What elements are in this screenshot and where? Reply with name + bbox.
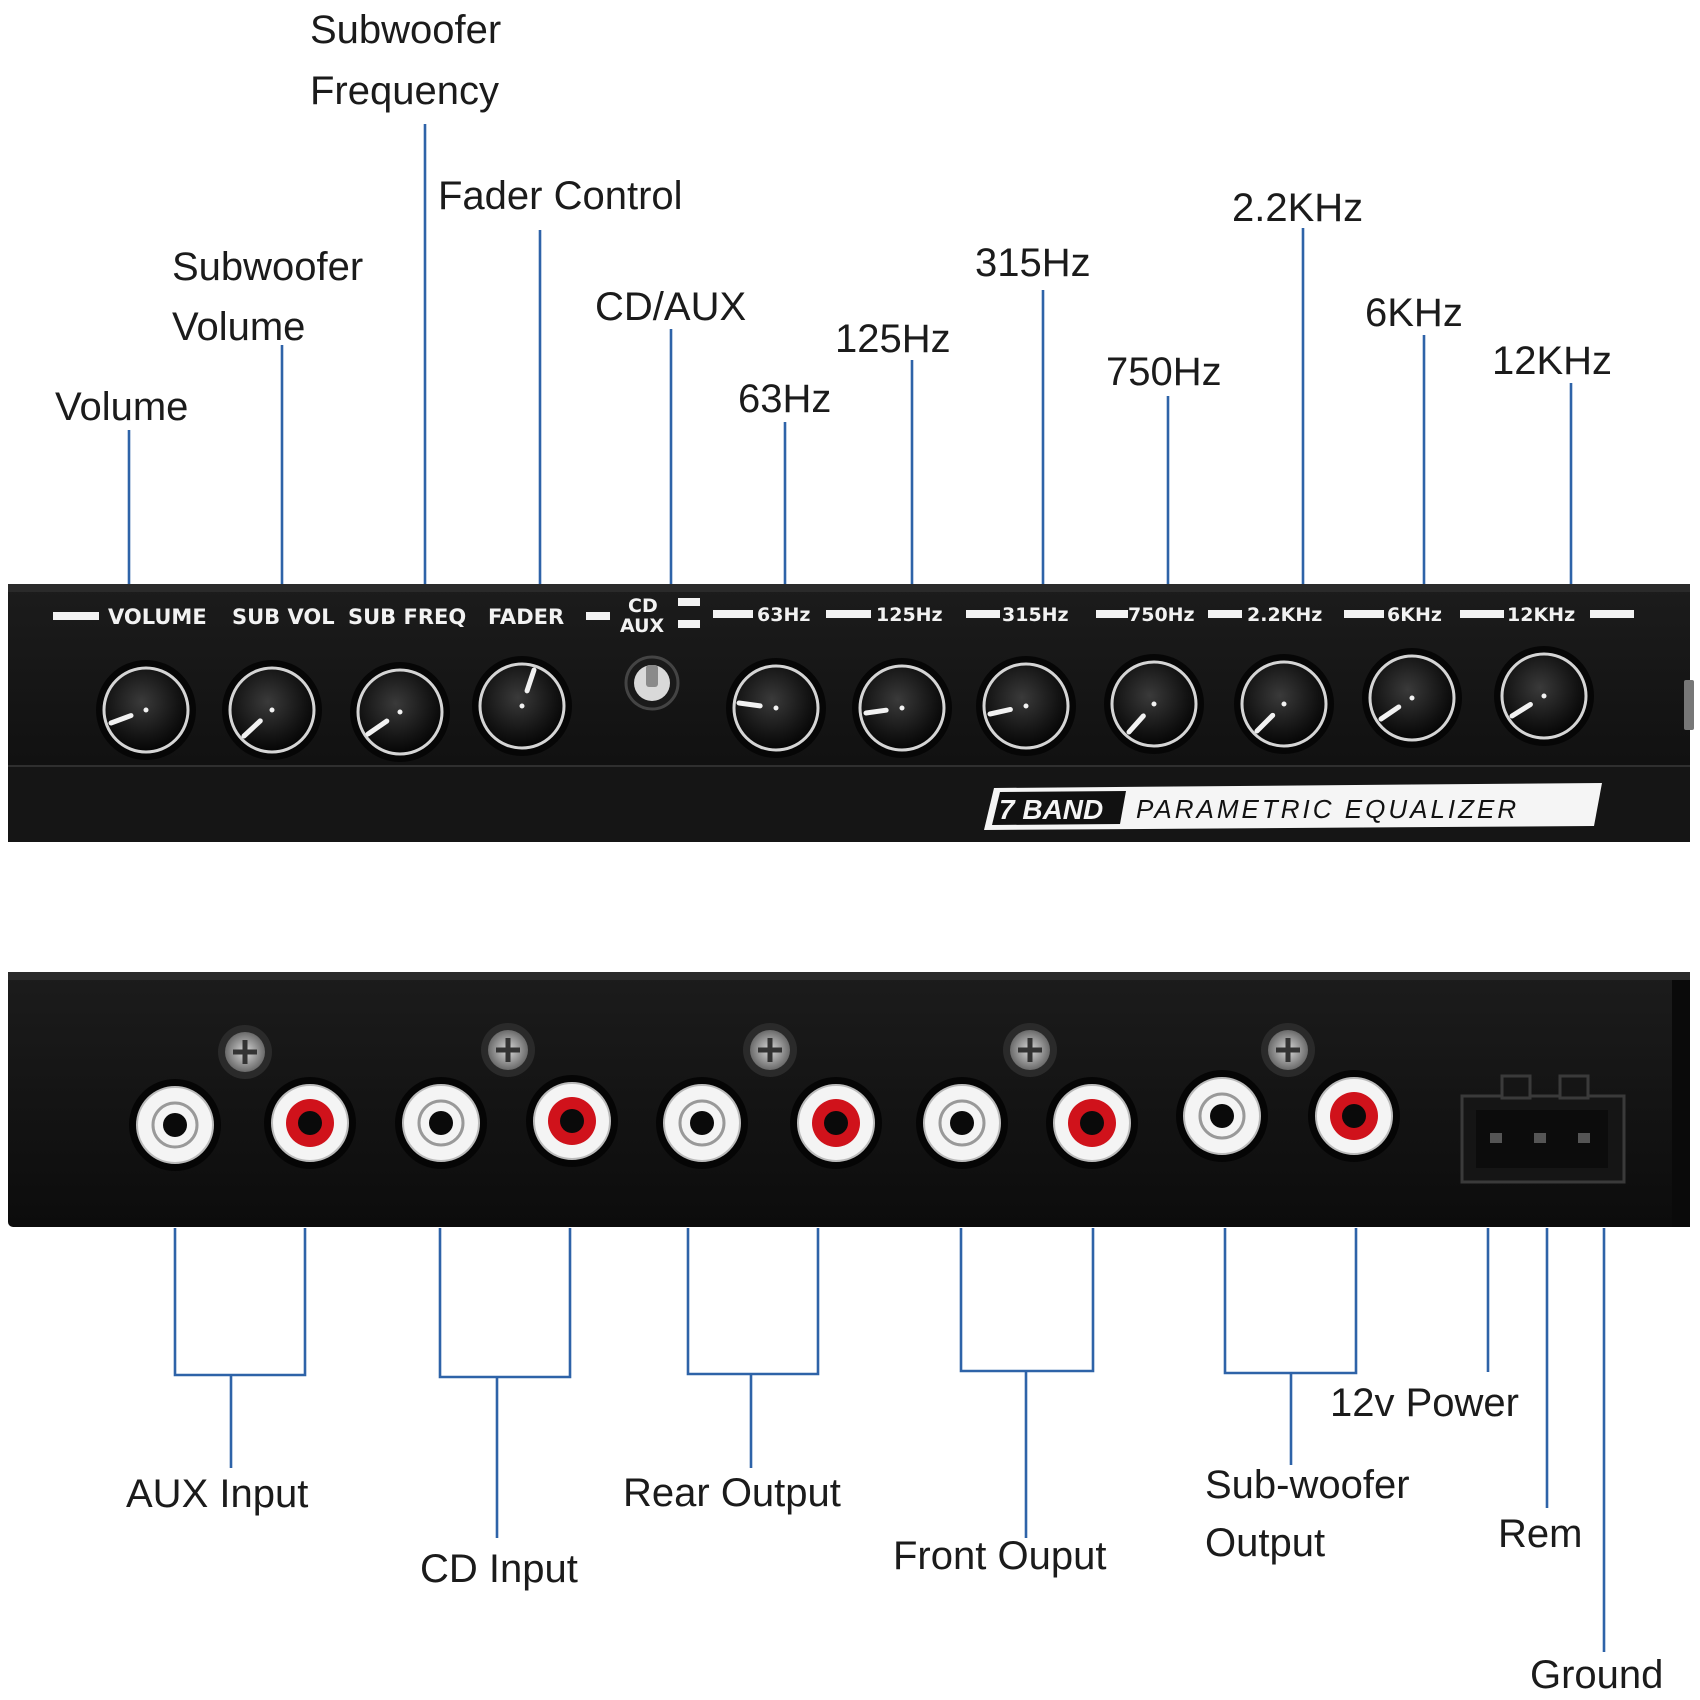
callout-cd-input: CD Input (420, 1547, 578, 1591)
callout-sub-output-line2: Output (1205, 1521, 1325, 1565)
badge-7-band: 7 BAND (999, 794, 1103, 825)
panel-label-sub-vol: SUB VOL (232, 605, 335, 629)
callout-sub-output-line1: Sub-woofer (1205, 1463, 1410, 1507)
callout-sub-volume-line2: Volume (172, 305, 305, 349)
rca-aux-left[interactable] (129, 1079, 221, 1171)
panel-band-315: 315Hz (1002, 604, 1069, 626)
panel-band-6k: 6KHz (1387, 604, 1442, 626)
knob-315hz[interactable] (976, 656, 1076, 756)
knob-125hz[interactable] (852, 658, 952, 758)
callout-315hz: 315Hz (975, 241, 1091, 285)
callout-ground: Ground (1530, 1653, 1663, 1697)
callout-aux-input: AUX Input (126, 1472, 308, 1516)
callout-63hz: 63Hz (738, 377, 831, 421)
cd-aux-switch[interactable] (624, 655, 680, 711)
rca-cd-left[interactable] (395, 1077, 487, 1169)
rear-leader-lines (173, 1228, 1606, 1652)
callout-rem: Rem (1498, 1512, 1582, 1556)
knob-sub-freq[interactable] (350, 662, 450, 762)
callout-2-2khz: 2.2KHz (1232, 186, 1363, 230)
callout-rear-output: Rear Output (623, 1471, 841, 1515)
front-leader-lines (127, 124, 1573, 585)
panel-band-2-2k: 2.2KHz (1247, 604, 1322, 626)
panel-band-750: 750Hz (1128, 604, 1195, 626)
callout-750hz: 750Hz (1106, 350, 1222, 394)
callout-12v-power: 12v Power (1330, 1381, 1519, 1425)
callout-fader: Fader Control (438, 174, 683, 218)
callout-6khz: 6KHz (1365, 291, 1463, 335)
knob-volume[interactable] (96, 660, 196, 760)
knob-sub-vol[interactable] (222, 660, 322, 760)
rear-callouts: AUX Input CD Input Rear Output Front Oup… (126, 1381, 1663, 1697)
front-callouts: Volume Subwoofer Volume Subwoofer Freque… (55, 8, 1612, 429)
knob-750hz[interactable] (1104, 654, 1204, 754)
knob-fader[interactable] (472, 656, 572, 756)
rca-rear-right[interactable] (790, 1077, 882, 1169)
callout-sub-freq-line1: Subwoofer (310, 8, 501, 52)
rca-sub-right[interactable] (1308, 1070, 1400, 1162)
callout-cd-aux: CD/AUX (595, 285, 746, 329)
model-badge: 7 BAND PARAMETRIC EQUALIZER (984, 783, 1602, 830)
knob-2-2khz[interactable] (1234, 654, 1334, 754)
rca-sub-left[interactable] (1176, 1070, 1268, 1162)
panel-band-125: 125Hz (876, 604, 943, 626)
screw-icon (481, 1023, 535, 1077)
callout-sub-freq-line2: Frequency (310, 69, 499, 113)
panel-label-fader: FADER (488, 605, 564, 629)
knob-12khz[interactable] (1494, 646, 1594, 746)
rca-front-right[interactable] (1046, 1077, 1138, 1169)
panel-band-63: 63Hz (757, 604, 810, 626)
panel-separators (53, 598, 1634, 628)
knob-63hz[interactable] (726, 658, 826, 758)
rca-aux-right[interactable] (264, 1077, 356, 1169)
panel-label-sub-freq: SUB FREQ (348, 605, 466, 629)
callout-volume: Volume (55, 385, 188, 429)
panel-label-aux: AUX (620, 615, 665, 637)
front-panel: VOLUME SUB VOL SUB FREQ FADER CD AUX 63H… (8, 584, 1694, 842)
knob-6khz[interactable] (1362, 648, 1462, 748)
callout-125hz: 125Hz (835, 317, 951, 361)
panel-label-cd: CD (628, 595, 658, 617)
callout-12khz: 12KHz (1492, 339, 1612, 383)
rear-panel (8, 972, 1690, 1227)
side-connector (1684, 680, 1694, 730)
rca-rear-left[interactable] (656, 1077, 748, 1169)
callout-sub-volume-line1: Subwoofer (172, 245, 363, 289)
screw-icon (1003, 1023, 1057, 1077)
panel-label-volume: VOLUME (108, 605, 207, 629)
screw-icon (743, 1023, 797, 1077)
rca-front-left[interactable] (916, 1077, 1008, 1169)
panel-band-12k: 12KHz (1507, 604, 1575, 626)
callout-front-output: Front Ouput (893, 1534, 1106, 1578)
screw-icon (1261, 1023, 1315, 1077)
badge-parametric-equalizer: PARAMETRIC EQUALIZER (1136, 794, 1519, 824)
rca-cd-right[interactable] (526, 1075, 618, 1167)
screw-icon (218, 1025, 272, 1079)
power-connector[interactable] (1460, 1074, 1626, 1184)
